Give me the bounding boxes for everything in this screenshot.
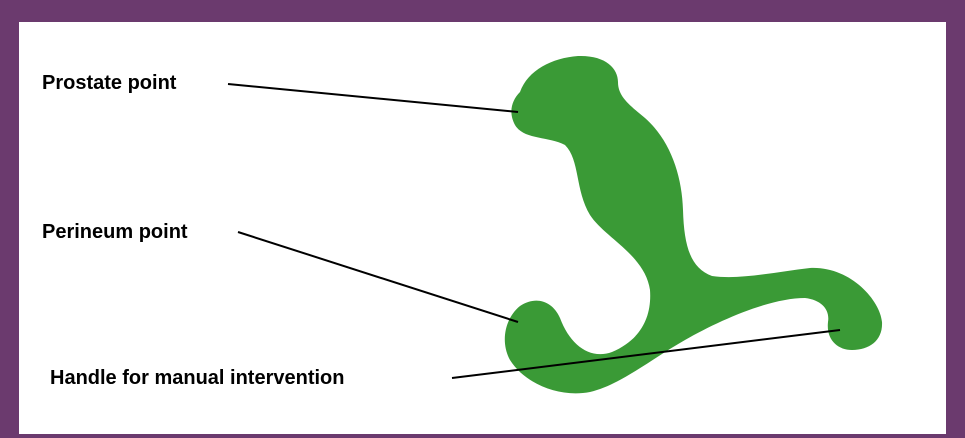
prostate-leader-line	[228, 84, 518, 112]
prostate-point-label: Prostate point	[42, 72, 177, 94]
handle-label: Handle for manual intervention	[50, 367, 344, 389]
perineum-point-label: Perineum point	[42, 221, 188, 243]
device-shape	[505, 56, 882, 393]
perineum-leader-line	[238, 232, 518, 322]
